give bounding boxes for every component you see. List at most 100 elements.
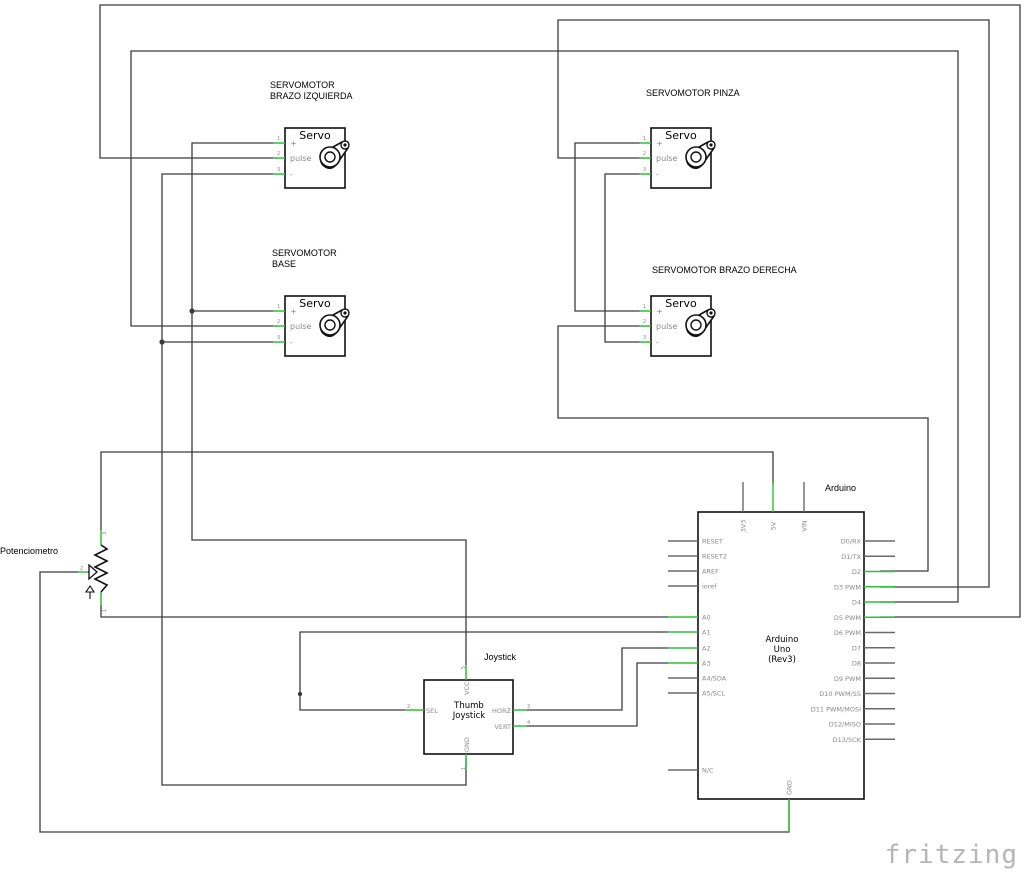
label-servo-base: SERVOMOTOR BASE <box>272 248 337 269</box>
label-servo-izquierda: SERVOMOTOR BRAZO IZQUIERDA <box>270 80 353 101</box>
arduino-bottom-pins: GND <box>786 780 794 832</box>
servo-title: Servo <box>665 129 697 142</box>
arduino-name-line: (Rev3) <box>768 655 796 665</box>
servo-pin-number: 1 <box>643 304 646 310</box>
servo-pin-label: + <box>290 139 297 148</box>
joystick-name-line: Joystick <box>452 711 486 721</box>
wire-servo-derecha-pulse <box>557 325 929 572</box>
arduino-left-pins: RESETRESET2AREFiorefA0A1A2A3A4/SDAA5/SCL… <box>668 538 727 775</box>
servo-brazo-derecha: Servo+1 pulse 2 - 3 <box>639 295 716 357</box>
arduino-left-pin-label: AREF <box>702 568 719 576</box>
label-arduino: Arduino <box>825 483 857 493</box>
servo-pin-number: 3 <box>277 167 280 173</box>
arduino-left-pin-label: RESET <box>702 538 723 546</box>
joystick-pin-number: 4 <box>527 720 530 726</box>
servo-pin-number: 1 <box>277 304 280 310</box>
servo-pin-label: pulse <box>656 322 678 331</box>
wire-servo-pinza-pulse <box>557 19 990 588</box>
arduino-right-pin-label: D10 PWM/SS <box>819 690 861 698</box>
arduino-left-pin-label: A3 <box>702 660 711 668</box>
arduino-top-pin-label: 5V <box>770 521 778 530</box>
servo-horn-icon <box>319 140 350 170</box>
servo-pin-number: 3 <box>643 335 646 341</box>
joystick-body <box>423 679 514 755</box>
fritzing-logo: fritzing <box>884 840 1018 870</box>
arduino-top-pin-label: 3V3 <box>740 520 748 533</box>
servo-pin-label: + <box>656 307 663 316</box>
wire-right-power <box>574 142 640 312</box>
arduino-right-pin-label: D9 PWM <box>834 675 861 683</box>
arduino-right-pin-label: D8 <box>852 660 861 668</box>
servo-pin-number: 1 <box>277 136 280 142</box>
wire-pot-a0 <box>100 605 668 618</box>
servo-pin-label: - <box>290 338 293 347</box>
pot-adjust-arrow-icon <box>84 585 96 593</box>
servo-pin-number: 2 <box>643 319 646 325</box>
arduino-name-line: Arduino <box>766 635 799 645</box>
arduino-right-pin-label: D11 PWM/MOSI <box>811 705 861 713</box>
servo-pin-number: 2 <box>277 151 280 157</box>
arduino-left-pin-label: A4/SDA <box>702 675 727 683</box>
junction-dot <box>297 691 303 697</box>
arduino-bottom-pin-label: GND <box>786 780 794 795</box>
joystick-pin-label: SEL <box>426 707 438 715</box>
label-potenciometro: Potenciometro <box>0 546 59 556</box>
wire-pot-5v <box>100 451 774 530</box>
joystick-pin-number: 5 <box>461 666 467 669</box>
servo-title: Servo <box>299 129 331 142</box>
joystick-pin-label: HORZ <box>492 707 512 715</box>
wire-left-ground-rail <box>161 173 467 786</box>
arduino-right-pin-label: D13/SCK <box>833 736 862 744</box>
joystick-pin-number: 1 <box>461 767 467 770</box>
wire-servo-izquierda-pulse <box>99 4 1021 618</box>
servo-pin-number: 1 <box>643 136 646 142</box>
joystick-pin-label: VCC <box>463 681 471 695</box>
arduino-left-pin-label: N/C <box>702 767 714 775</box>
joystick-pin-label: VERT <box>494 723 511 731</box>
joystick-pin-label: GND <box>463 737 471 752</box>
arduino-right-pin-label: D2 <box>852 568 861 576</box>
servo-pin-number: 2 <box>643 151 646 157</box>
arduino-right-pin-label: D5 PWM <box>834 614 861 622</box>
servo-title: Servo <box>665 297 697 310</box>
label-servo-derecha: SERVOMOTOR BRAZO DERECHA <box>652 265 797 275</box>
servo-horn-icon <box>685 308 716 338</box>
arduino-top-pin-label: VIN <box>801 520 809 531</box>
arduino-top-pins: 3V3 5V VIN <box>740 482 809 532</box>
arduino-left-pin-label: A0 <box>702 614 711 622</box>
servo-pin-number: 3 <box>643 167 646 173</box>
wire-joystick-horz <box>527 647 668 711</box>
pot-resistor-zigzag <box>93 544 109 593</box>
arduino-right-pin-label: D1/TX <box>841 553 861 561</box>
servo-pin-label: pulse <box>290 322 312 331</box>
arduino-body <box>697 511 865 800</box>
servo-pin-label: - <box>290 170 293 179</box>
wire-right-ground <box>604 173 640 343</box>
potentiometer: 3 2 1 <box>78 530 109 612</box>
pot-pin-number: 1 <box>102 609 108 612</box>
servo-horn-icon <box>685 140 716 170</box>
servo-pin-label: - <box>656 338 659 347</box>
label-servo-pinza: SERVOMOTOR PINZA <box>646 88 740 98</box>
pot-pin-number: 3 <box>102 532 108 535</box>
servo-horn-icon <box>319 308 350 338</box>
wire-servo-base-pulse <box>130 50 959 603</box>
arduino-right-pin-label: D6 PWM <box>834 629 861 637</box>
servo-pin-label: + <box>290 307 297 316</box>
arduino-right-pin-label: D0/RX <box>841 538 862 546</box>
servo-pin-number: 3 <box>277 335 280 341</box>
joystick-pin-number: 2 <box>407 704 410 710</box>
joystick-pin-number: 3 <box>527 704 530 710</box>
wire-pot-gnd <box>39 571 790 833</box>
arduino-left-pin-label: ioref <box>702 583 717 591</box>
wire-left-power-rail <box>191 142 467 665</box>
thumb-joystick: Thumb Joystick VCC SEL HORZ VERT GND 5 2… <box>405 665 530 770</box>
arduino-name-line: Uno <box>774 645 791 655</box>
wire-joystick-sel <box>299 631 668 711</box>
servo-pin-number: 2 <box>277 319 280 325</box>
